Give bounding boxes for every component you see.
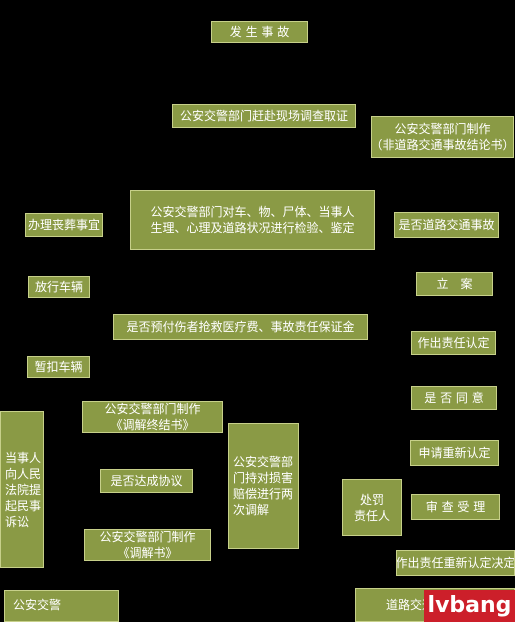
- node-text-line: 公安交警部: [233, 455, 294, 469]
- node-text-line: 暂扣车辆: [34, 360, 83, 374]
- node-text-line: 公安交警部门制作: [104, 402, 201, 416]
- node-release-vehicle: 放行车辆: [28, 276, 90, 298]
- node-text-line: 次调解: [233, 503, 270, 517]
- node-mediation-book: 公安交警部门制作《调解书》: [84, 529, 211, 561]
- node-determine-liability: 作出责任认定: [411, 331, 496, 355]
- node-agree: 是 否 同 意: [411, 386, 497, 410]
- node-accident: 发 生 事 故: [211, 21, 308, 43]
- node-agreement-reached: 是否达成协议: [100, 469, 193, 493]
- node-text-line: 公安交警部门制作: [99, 530, 196, 544]
- node-text-line: 赔偿进行两: [233, 487, 294, 501]
- node-text-line: 是否达成协议: [110, 474, 183, 488]
- node-text-line: 处罚: [359, 492, 384, 507]
- node-text-line: 是 否 同 意: [424, 391, 484, 405]
- node-text-line: 作出责任认定: [417, 336, 490, 350]
- node-litigation: 当事人向人民法院提起民事诉讼: [0, 411, 44, 568]
- node-text-line: 公安交警: [13, 598, 62, 612]
- node-police-investigate: 公安交警部门赶赴现场调查取证: [172, 104, 356, 128]
- node-reassess: 申请重新认定: [410, 440, 499, 466]
- node-text-line: 向人民: [5, 466, 42, 481]
- node-text-line: 公安交警部门对车、物、尸体、当事人: [150, 205, 355, 219]
- node-text-line: 责任人: [353, 508, 390, 523]
- node-text-line: 作出责任重新认定决定: [396, 556, 515, 570]
- node-text-line: 办理丧葬事宜: [27, 218, 100, 232]
- node-new-liability: 作出责任重新认定决定: [396, 550, 515, 576]
- node-text-line: 发 生 事 故: [229, 25, 290, 39]
- node-text-line: 立 案: [436, 277, 473, 291]
- node-text-line: 放行车辆: [34, 280, 83, 294]
- node-text-line: 当事人: [5, 450, 42, 465]
- node-text-line: 《调解书》: [117, 546, 178, 560]
- node-police-bottom: 公安交警: [4, 590, 119, 622]
- node-mediation-end: 公安交警部门制作《调解终结书》: [82, 401, 223, 433]
- node-review: 审 查 受 理: [411, 494, 500, 520]
- node-two-mediations: 公安交警部门持对损害赔偿进行两次调解: [228, 423, 299, 549]
- node-text-line: 是否道路交通事故: [398, 218, 495, 232]
- node-text-line: 起民事: [5, 498, 42, 513]
- node-text-line: 审 查 受 理: [425, 500, 486, 514]
- node-text-line: 《调解终结书》: [110, 418, 195, 432]
- node-text-line: 公安交警部门赶赴现场调查取证: [179, 109, 348, 123]
- node-text-line: 诉讼: [5, 514, 30, 529]
- node-text-line: 是否预付伤者抢救医疗费、事故责任保证金: [126, 320, 355, 334]
- node-punish: 处罚责任人: [342, 479, 402, 536]
- node-inspection: 公安交警部门对车、物、尸体、当事人生理、心理及道路状况进行检验、鉴定: [130, 190, 375, 250]
- node-text-line: （非道路交通事故结论书）: [371, 138, 514, 152]
- node-text-line: 申请重新认定: [418, 446, 491, 460]
- watermark-logo: lvbang: [424, 590, 515, 622]
- node-text-line: 道路交通: [386, 598, 435, 612]
- node-text-line: 法院提: [5, 482, 42, 497]
- node-text-line: 生理、心理及道路状况进行检验、鉴定: [150, 221, 355, 235]
- node-text-line: 公安交警部门制作: [394, 122, 491, 136]
- node-non-road-conclusion: 公安交警部门制作 （非道路交通事故结论书）: [371, 116, 514, 158]
- node-register-case: 立 案: [416, 272, 493, 296]
- node-text-line: 门持对损害: [233, 471, 294, 485]
- node-is-road-accident: 是否道路交通事故: [394, 212, 499, 238]
- node-prepay: 是否预付伤者抢救医疗费、事故责任保证金: [113, 314, 368, 340]
- node-detain-vehicle: 暂扣车辆: [27, 356, 90, 378]
- node-funeral: 办理丧葬事宜: [25, 213, 103, 237]
